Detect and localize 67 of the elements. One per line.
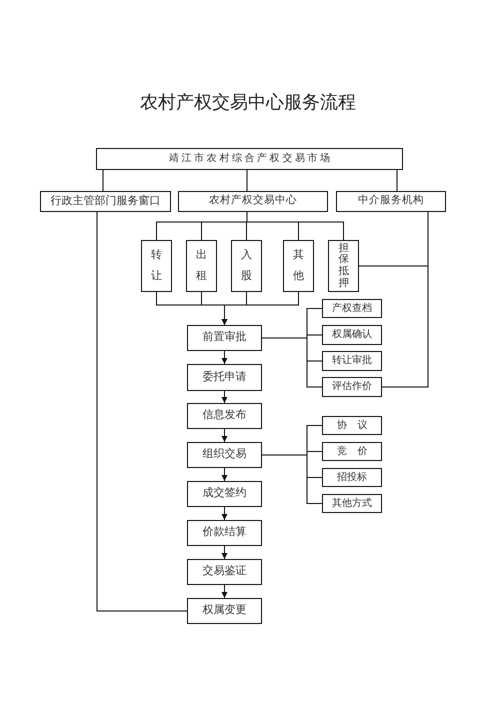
box-label: 靖江市农村综合产权交易市场: [168, 153, 333, 165]
diagram-title: 农村产权交易中心服务流程: [139, 91, 357, 114]
arrow: [222, 546, 228, 560]
process-box: [322, 468, 382, 487]
box-label: 入股: [241, 248, 252, 284]
process-box: [187, 442, 262, 468]
vertical-process-box: [231, 240, 262, 292]
connector-line: [96, 212, 188, 612]
process-box: [187, 598, 262, 624]
process-box: [187, 559, 262, 585]
process-box: [187, 325, 262, 351]
box-label: 组织交易: [202, 448, 246, 462]
box-label: 价款结算: [202, 526, 246, 540]
box-label: 中介服务机构: [358, 195, 424, 208]
process-box: [187, 520, 262, 546]
arrow: [222, 350, 228, 364]
process-box: [322, 351, 382, 371]
box-label: 委托申请: [202, 370, 246, 384]
arrow: [222, 584, 228, 598]
box-label: 交易鉴证: [202, 565, 246, 579]
process-box: [322, 494, 382, 513]
box-label: 转让审批: [332, 355, 372, 367]
connector-line: [262, 454, 322, 504]
process-box: [322, 377, 382, 397]
process-box: [187, 364, 262, 391]
box-label: 信息发布: [202, 409, 246, 423]
box-label: 农村产权交易中心: [209, 195, 297, 208]
arrow: [222, 428, 228, 442]
vertical-process-box: [328, 240, 359, 292]
connector-line: [358, 266, 428, 388]
process-box: [96, 148, 403, 170]
box-label: 权属确认: [332, 329, 372, 341]
process-box: [322, 442, 382, 461]
box-label: 权属变更: [202, 604, 246, 618]
box-label: 前置审批: [202, 331, 246, 345]
process-box: [322, 299, 382, 318]
connector-line: [246, 170, 248, 192]
box-label: 其他方式: [332, 498, 372, 510]
vertical-process-box: [141, 240, 172, 292]
box-label: 招投标: [337, 472, 367, 484]
process-box: [178, 191, 328, 212]
connector-line: [396, 170, 398, 192]
arrow: [222, 506, 228, 520]
box-label: 其他: [293, 248, 304, 284]
box-label: 评估作价: [332, 381, 372, 393]
process-box: [336, 191, 446, 212]
process-box: [322, 416, 382, 435]
connector-line: [246, 212, 344, 240]
connector-line: [102, 170, 104, 192]
arrow: [222, 390, 228, 404]
process-box: [187, 403, 262, 429]
box-label: 行政主管部门服务窗口: [50, 194, 160, 208]
box-label: 转让: [151, 248, 162, 284]
vertical-process-box: [283, 240, 314, 292]
process-box: [40, 191, 171, 212]
box-label: 出租: [196, 248, 207, 284]
box-label: 担保抵押: [338, 242, 349, 290]
process-box: [322, 325, 382, 345]
box-label: 产权查档: [332, 302, 372, 314]
arrow: [222, 468, 228, 482]
vertical-process-box: [186, 240, 217, 292]
connector-line: [262, 338, 322, 388]
box-label: 成交签约: [202, 487, 246, 501]
process-box: [187, 481, 262, 507]
arrow: [222, 292, 299, 326]
box-label: 竞 价: [336, 446, 368, 458]
box-label: 协 议: [336, 420, 368, 432]
